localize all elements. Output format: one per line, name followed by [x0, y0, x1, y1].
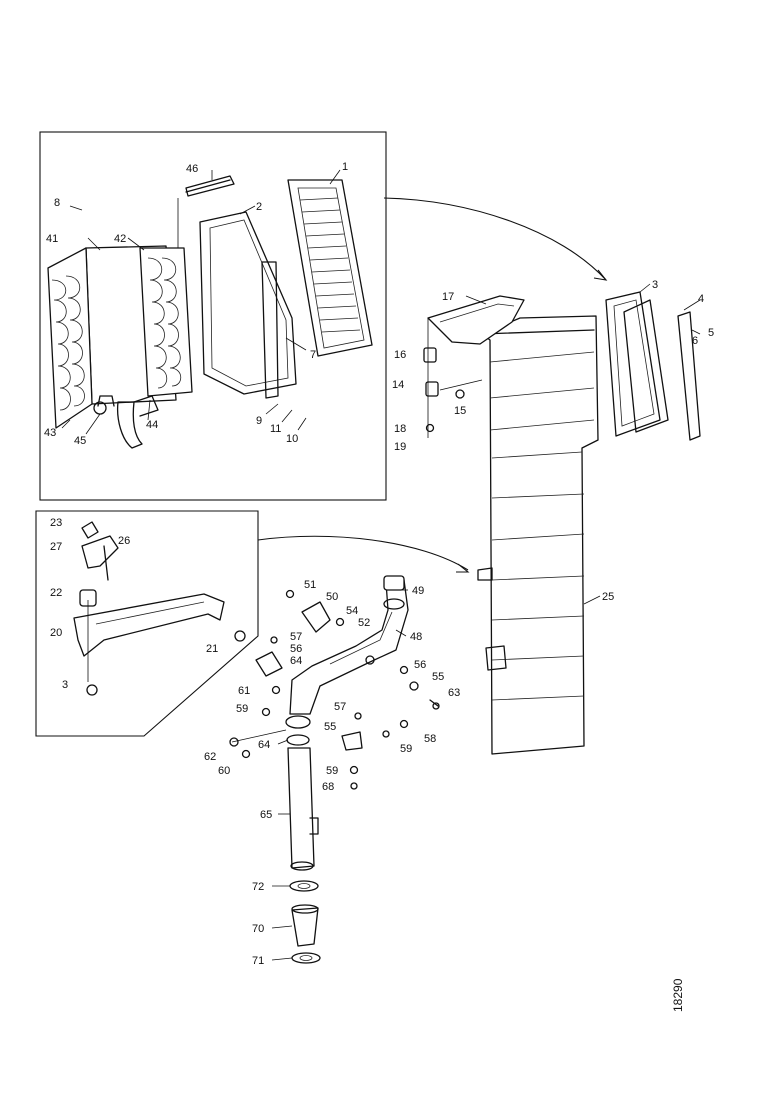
callout-44: 44	[146, 419, 158, 431]
callout-68: 68	[322, 781, 334, 793]
callout-15: 15	[454, 405, 466, 417]
callout-19: 19	[394, 441, 406, 453]
callout-52: 52	[358, 617, 370, 629]
callout-56b: 56	[414, 659, 426, 671]
callout-49: 49	[412, 585, 424, 597]
callout-57: 57	[290, 631, 302, 643]
arrow-to-duct	[257, 535, 469, 571]
callout-3: 3	[652, 279, 658, 291]
callout-3b: 3	[62, 679, 68, 691]
main-duct-part-25	[477, 315, 599, 755]
callout-50: 50	[326, 591, 338, 603]
callout-64b: 64	[258, 739, 270, 751]
callout-23: 23	[50, 517, 62, 529]
callout-62: 62	[204, 751, 216, 763]
callout-64: 64	[290, 655, 302, 667]
callout-26: 26	[118, 535, 130, 547]
callout-72: 72	[252, 881, 264, 893]
callout-48: 48	[410, 631, 422, 643]
callout-59c: 59	[326, 765, 338, 777]
cover-part-3	[605, 291, 701, 441]
callout-57b: 57	[334, 701, 346, 713]
callout-45: 45	[74, 435, 86, 447]
callout-60: 60	[218, 765, 230, 777]
callout-65: 65	[260, 809, 272, 821]
callout-11: 11	[270, 423, 281, 435]
drawing-number: 18290	[671, 978, 685, 1012]
callout-59: 59	[236, 703, 248, 715]
callout-51: 51	[304, 579, 316, 591]
callout-55: 55	[432, 671, 444, 683]
pipe-assembly-48	[285, 575, 409, 746]
callout-leaders	[61, 169, 701, 637]
callout-59b: 59	[400, 743, 412, 755]
sleeve-and-gaskets	[289, 880, 321, 964]
clamps-and-hardware	[229, 589, 440, 790]
callout-61: 61	[238, 685, 250, 697]
callout-42: 42	[114, 233, 126, 245]
lower-callout-leaders	[271, 739, 293, 961]
grille-part-1	[287, 179, 373, 357]
intake-part-17	[427, 295, 525, 345]
callout-55b: 55	[324, 721, 336, 733]
callout-10: 10	[286, 433, 298, 445]
callout-1: 1	[342, 161, 348, 173]
callout-25: 25	[602, 591, 614, 603]
callout-27: 27	[50, 541, 62, 553]
callout-8: 8	[54, 197, 60, 209]
callout-56: 56	[290, 643, 302, 655]
callout-21: 21	[206, 643, 218, 655]
bracket-assembly	[73, 521, 246, 696]
callout-7: 7	[310, 349, 316, 361]
callout-63: 63	[448, 687, 460, 699]
callout-22: 22	[50, 587, 62, 599]
heat-exchanger-core	[47, 245, 193, 449]
callout-58: 58	[424, 733, 436, 745]
callout-9: 9	[256, 415, 262, 427]
callout-70: 70	[252, 923, 264, 935]
callout-5: 5	[708, 327, 714, 339]
callout-4: 4	[698, 293, 704, 305]
housing-part-2	[199, 211, 297, 399]
inset-frame-heat-exchanger	[39, 131, 387, 501]
callout-2: 2	[256, 201, 262, 213]
callout-labels: 1 2 46 8 41 42 43 45 44 7 9 11 10 3 4 5 …	[44, 161, 714, 967]
arrow-to-cover	[383, 197, 607, 281]
callout-46: 46	[186, 163, 198, 175]
callout-43: 43	[44, 427, 56, 439]
callout-14: 14	[392, 379, 404, 391]
inset-frame-bracket	[35, 510, 259, 737]
callout-54: 54	[346, 605, 358, 617]
callout-16: 16	[394, 349, 406, 361]
callout-41: 41	[46, 233, 58, 245]
pipe-part-65	[287, 747, 319, 871]
callout-71: 71	[252, 955, 264, 967]
callout-20: 20	[50, 627, 62, 639]
callout-18: 18	[394, 423, 406, 435]
fasteners-left-of-duct	[423, 318, 483, 438]
callout-17: 17	[442, 291, 454, 303]
callout-6: 6	[692, 335, 698, 347]
